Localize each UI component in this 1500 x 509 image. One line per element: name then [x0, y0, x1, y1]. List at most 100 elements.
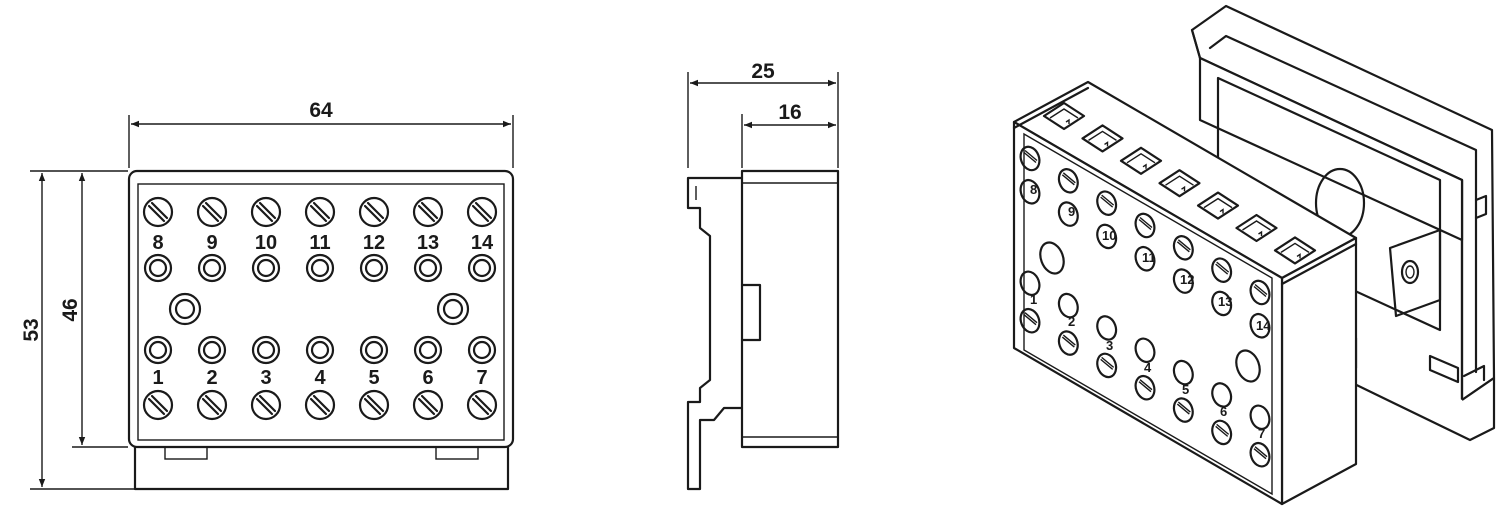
iso-screw-icon: [1019, 145, 1041, 172]
dim-label-height-inner: 46: [59, 298, 82, 321]
iso-screw-icon: [1249, 441, 1271, 468]
iso-socket-icon: [1134, 245, 1156, 272]
isometric-view: 8 9 10 11 12 13 14 1 2 3 4 5 6 7: [1012, 4, 1496, 506]
front-foot-slot-left: [164, 446, 208, 460]
iso-terminal-label: 3: [1106, 338, 1113, 353]
iso-screw-icon: [1172, 235, 1194, 261]
screw-icon: [250, 196, 282, 228]
terminal-labels-bottom: 1 2 3 4 5 6 7: [152, 367, 487, 389]
iso-screw-icon: [1249, 279, 1271, 306]
iso-terminal-label: 12: [1180, 272, 1194, 287]
iso-slot-icon: [1119, 146, 1163, 175]
screw-icon: [142, 389, 174, 421]
dimension-total-depth: 25: [687, 60, 839, 168]
iso-terminal-label: 8: [1030, 182, 1037, 197]
iso-terminal-label: 2: [1068, 314, 1075, 329]
front-body-outline: [127, 169, 515, 449]
dimension-height-outer: 53: [20, 170, 135, 490]
iso-screw-icon: [1096, 190, 1118, 216]
socket-hole-icon: [251, 335, 281, 365]
iso-terminal-label: 5: [1182, 382, 1189, 397]
mount-hole-right: [436, 292, 470, 326]
screw-icon: [304, 196, 336, 228]
iso-terminal-label: 10: [1102, 228, 1116, 243]
terminal-label: 1: [152, 367, 163, 389]
socket-hole-icon: [359, 253, 389, 283]
terminal-label: 7: [476, 367, 487, 389]
iso-socket-icon: [1096, 315, 1118, 341]
screw-icon: [466, 389, 498, 421]
terminal-label: 10: [255, 232, 277, 254]
iso-slot-icon: [1235, 213, 1278, 243]
terminal-label: 8: [152, 232, 163, 254]
socket-hole-icon: [251, 253, 281, 283]
iso-socket-icon: [1057, 201, 1079, 227]
terminal-labels-top: 8 9 10 11 12 13 14: [152, 232, 494, 254]
iso-terminal-label: 9: [1068, 204, 1075, 219]
front-inner-frame: [137, 183, 505, 441]
iso-slot-icon: [1196, 191, 1240, 220]
socket-hole-icon: [359, 335, 389, 365]
iso-slot-icon: [1081, 124, 1124, 153]
mount-hole-left: [168, 292, 202, 326]
side-din-clip: [686, 176, 744, 491]
iso-slot-icon: [1042, 101, 1086, 131]
socket-hole-icon: [143, 335, 173, 365]
socket-hole-icon: [305, 253, 335, 283]
screw-icon: [412, 196, 444, 228]
dimension-width: 64: [128, 99, 514, 168]
iso-terminal-label: 11: [1142, 250, 1156, 265]
iso-screw-icon: [1211, 257, 1233, 283]
socket-hole-icon: [143, 253, 173, 283]
iso-terminal-label: 1: [1030, 292, 1037, 307]
terminal-label: 3: [260, 367, 271, 389]
front-foot-slot-right: [435, 446, 479, 460]
socket-hole-icon: [413, 335, 443, 365]
iso-socket-icon: [1249, 404, 1271, 431]
iso-socket-icon: [1249, 312, 1271, 339]
iso-mount-hole-icon: [1235, 349, 1261, 383]
terminal-label: 4: [314, 367, 326, 389]
dim-label-body-depth: 16: [778, 101, 801, 124]
iso-socket-icon: [1172, 359, 1194, 386]
iso-screw-icon: [1096, 352, 1118, 379]
socket-hole-icon: [413, 253, 443, 283]
terminal-label: 11: [309, 232, 330, 254]
iso-slot-icon: [1158, 169, 1201, 198]
iso-screw-icon: [1211, 419, 1233, 446]
iso-terminal-label: 6: [1220, 404, 1227, 419]
socket-hole-icon: [467, 253, 497, 283]
terminal-label: 2: [206, 367, 217, 389]
iso-terminal-label: 7: [1258, 426, 1265, 441]
iso-mount-hole-icon: [1039, 241, 1065, 275]
iso-screw-icon: [1057, 330, 1079, 356]
iso-terminal-label: 14: [1256, 318, 1271, 333]
terminal-label: 9: [206, 232, 217, 254]
iso-socket-icon: [1172, 268, 1194, 294]
side-body: [740, 169, 840, 449]
terminal-label: 14: [471, 232, 494, 254]
iso-screw-icon: [1057, 168, 1079, 194]
screw-icon: [142, 196, 174, 228]
iso-socket-icon: [1211, 382, 1233, 408]
iso-socket-icon: [1019, 178, 1041, 205]
iso-screw-icon: [1134, 374, 1156, 401]
socket-hole-icon: [305, 335, 335, 365]
front-foot: [133, 445, 510, 491]
iso-socket-icon: [1134, 337, 1156, 364]
dimension-height-inner: 46: [59, 173, 128, 448]
dim-label-total-depth: 25: [751, 60, 775, 83]
screw-icon: [304, 389, 336, 421]
iso-front-terminals: [1019, 145, 1271, 468]
iso-socket-icon: [1211, 290, 1233, 317]
terminal-label: 13: [417, 232, 439, 254]
iso-socket-icon: [1096, 223, 1118, 250]
dimension-body-depth: 16: [741, 101, 836, 168]
screw-icon: [358, 196, 390, 228]
terminal-label: 12: [363, 232, 385, 254]
dim-label-height-outer: 53: [20, 318, 43, 341]
screw-icon: [196, 196, 228, 228]
socket-hole-icon: [197, 335, 227, 365]
iso-slot-icon: [1273, 236, 1317, 265]
